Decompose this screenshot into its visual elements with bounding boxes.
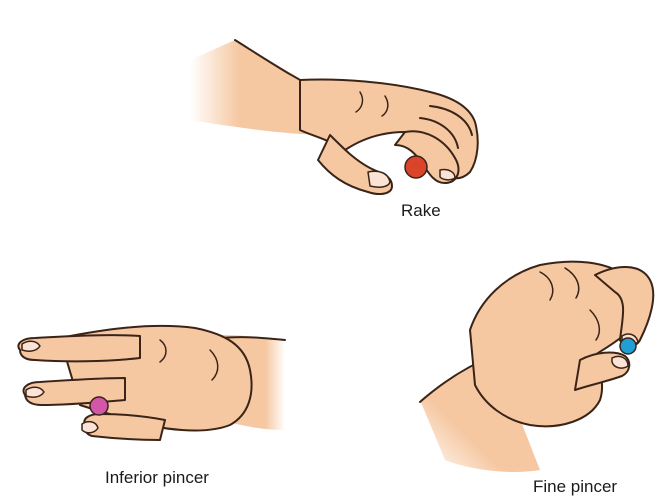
inferior-pincer-object-icon (90, 397, 108, 415)
rake-grasp-hand-icon (190, 40, 478, 194)
rake-label: Rake (401, 201, 441, 221)
inferior-pincer-label: Inferior pincer (105, 468, 209, 488)
rake-object-icon (405, 156, 427, 178)
fine-pincer-object-icon (620, 338, 636, 354)
fine-pincer-hand-icon (420, 262, 653, 472)
inferior-pincer-hand-icon (18, 326, 285, 440)
fine-pincer-label: Fine pincer (533, 477, 617, 497)
